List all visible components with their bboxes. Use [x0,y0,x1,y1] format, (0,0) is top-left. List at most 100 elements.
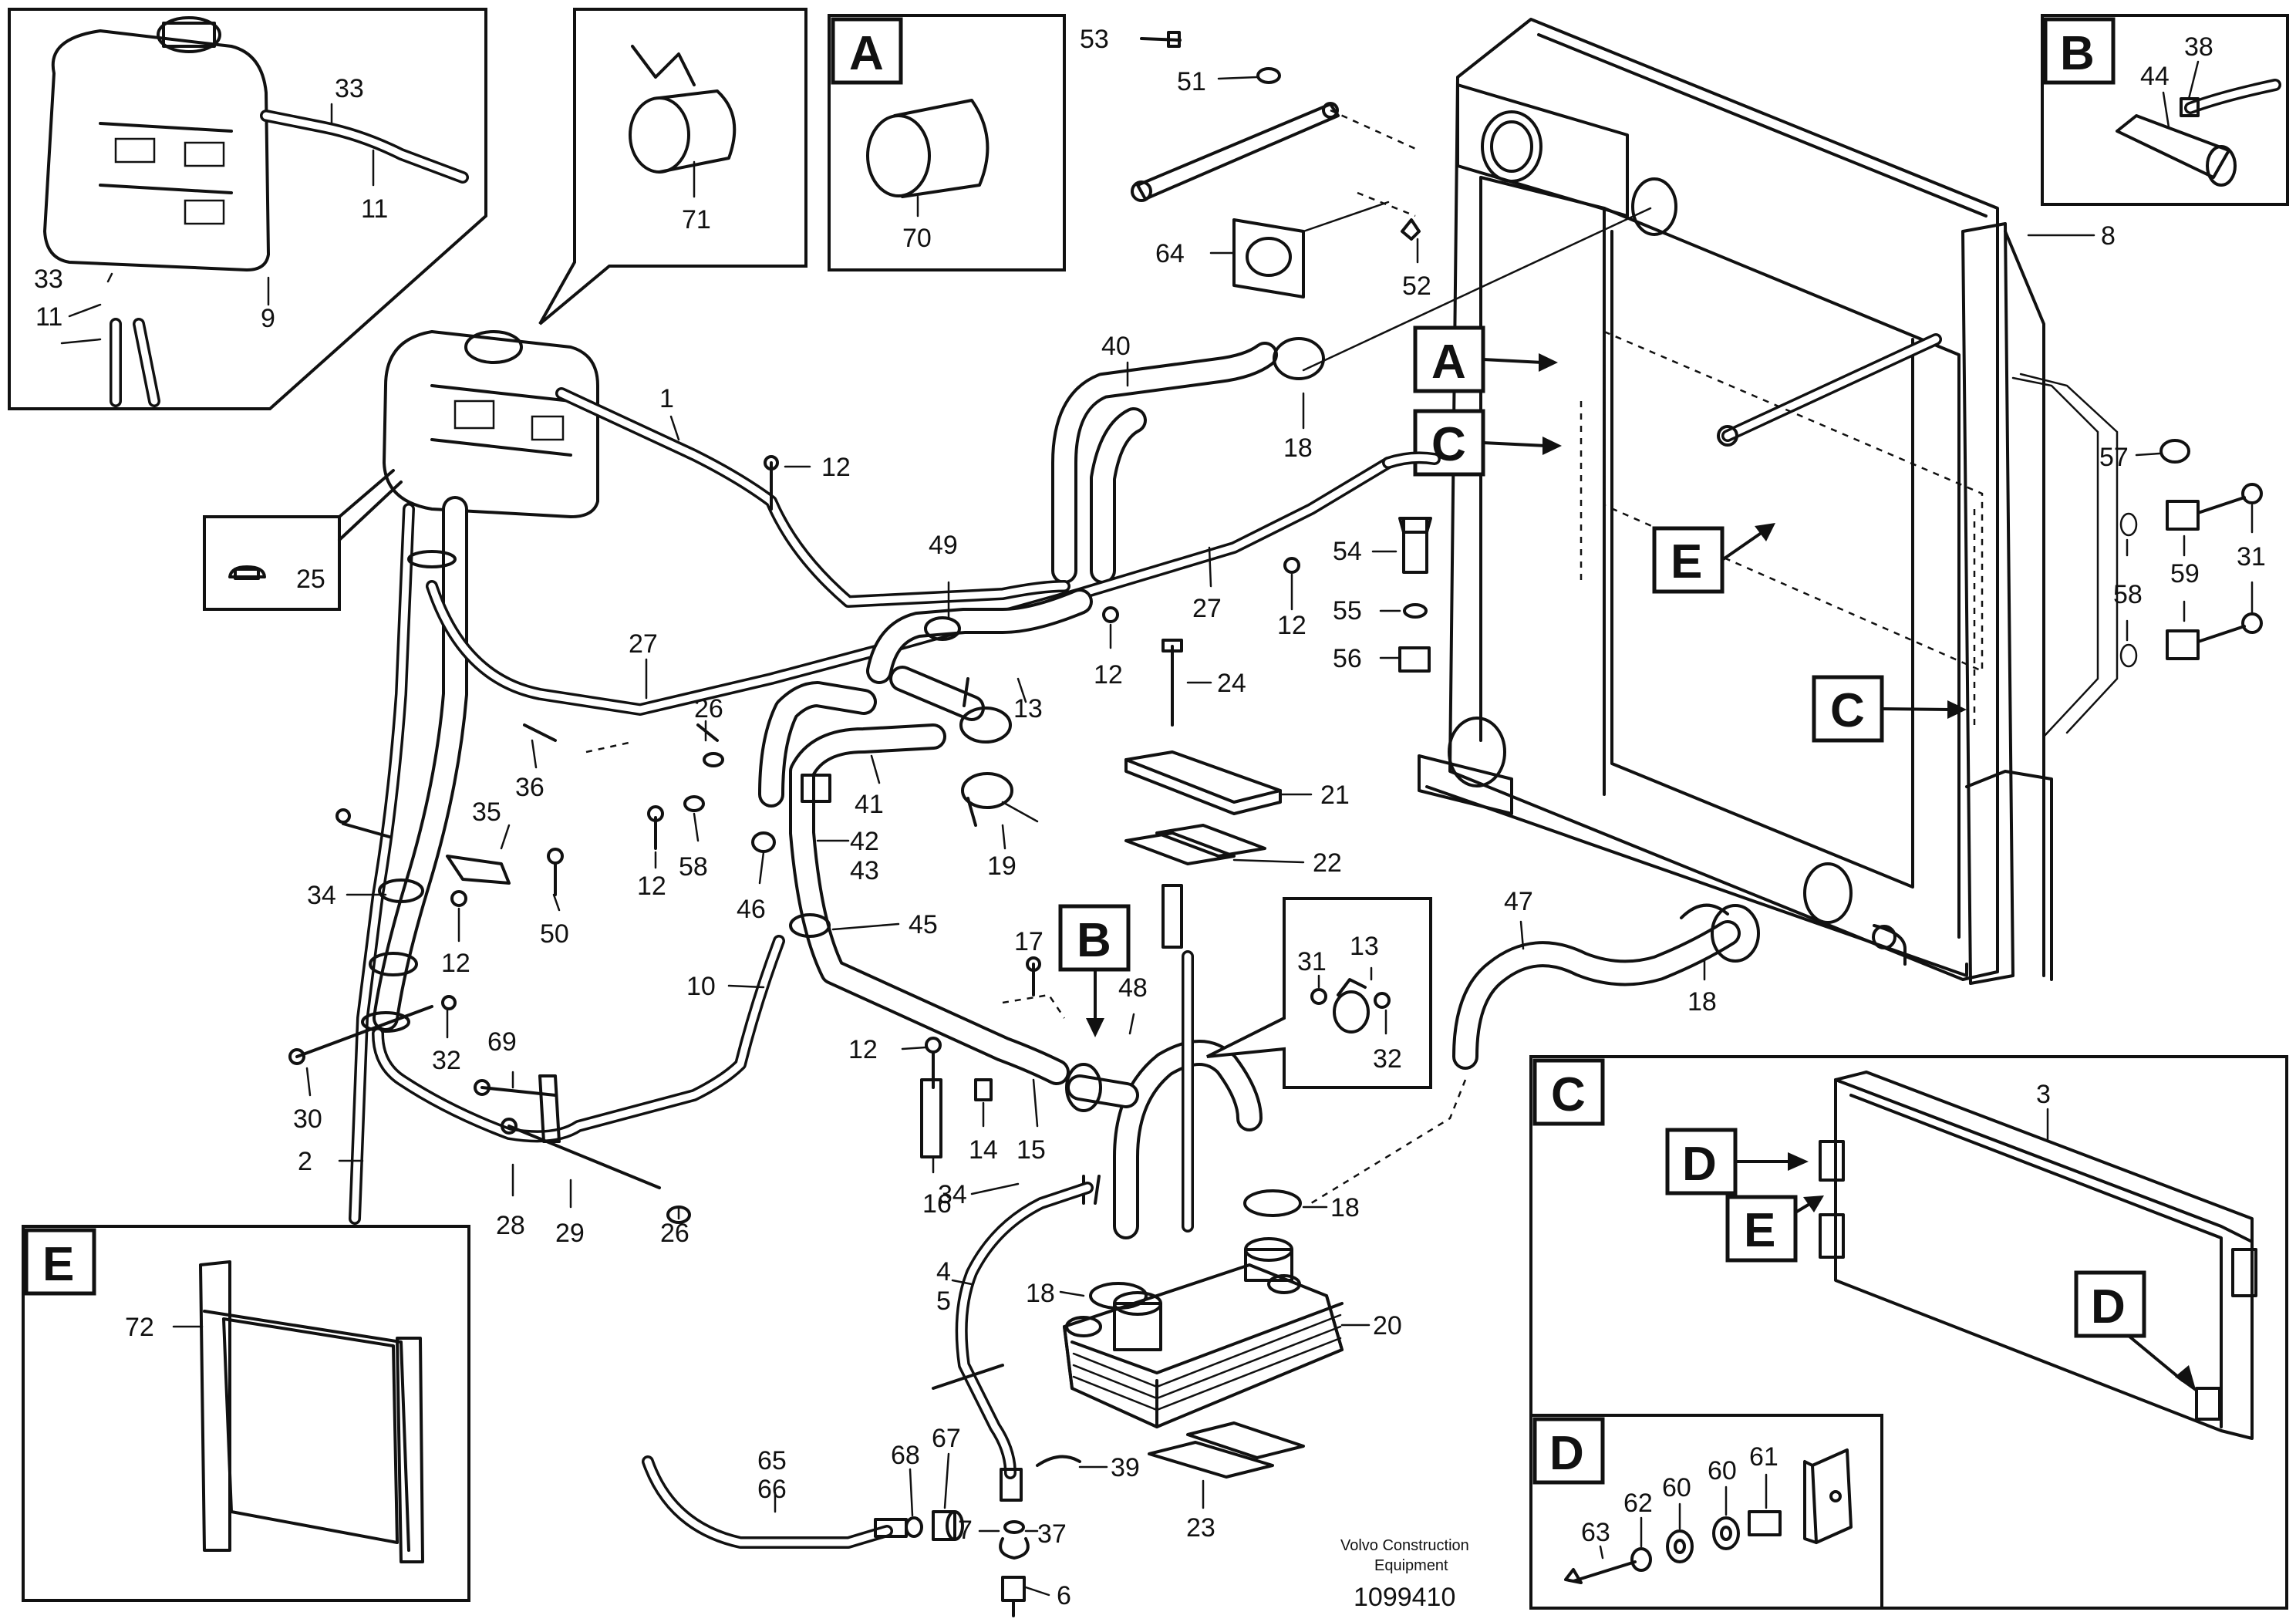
label-30: 30 [293,1104,322,1134]
label-39: 39 [1111,1453,1140,1482]
label-44: 44 [2140,62,2170,91]
label-58-right: 58 [2113,580,2143,609]
callout-letter-e-c-inset: E [1744,1204,1775,1257]
bracket-hardware-right: 57 58 59 31 [2011,373,2266,738]
label-10: 10 [686,972,716,1001]
inset-clamp-71: 71 [538,8,807,325]
label-3: 3 [2036,1080,2051,1109]
label-49: 49 [929,531,958,560]
hose-40: 40 18 [1051,207,1652,584]
label-53: 53 [1080,25,1109,54]
label-34-a: 34 [307,881,336,910]
radiator-frame: 8 [1418,18,2116,985]
label-22: 22 [1313,848,1342,878]
label-52: 52 [1402,271,1431,301]
label-25: 25 [296,565,325,594]
label-29: 29 [555,1219,585,1248]
callout-letter-c-inset: C [1551,1068,1586,1121]
mount-stack: 54 55 56 24 21 22 [1124,517,1432,949]
label-15: 15 [1017,1135,1046,1165]
callout-letter-a-inset: A [849,27,884,80]
oil-cooler-20: 18 18 20 23 [1026,1189,1402,1543]
label-32-inset: 32 [1373,1044,1402,1074]
label-67: 67 [932,1424,961,1453]
label-12-d: 12 [441,949,470,978]
label-33-inset-a: 33 [335,74,364,103]
label-60-a: 60 [1662,1473,1691,1502]
label-26-a: 26 [694,694,723,723]
label-11-inset-a: 11 [361,194,388,224]
label-69: 69 [487,1027,517,1057]
label-12-b: 12 [1277,611,1306,640]
inset-clamp-13: 31 13 32 [1206,897,1432,1089]
label-18-a: 18 [1283,433,1313,463]
label-56: 56 [1333,644,1362,673]
label-11-inset-b: 11 [35,302,62,332]
callout-a-main: A [1413,325,1558,393]
label-65: 65 [757,1446,787,1475]
label-63: 63 [1581,1518,1610,1547]
drawing-number: 1099410 [1354,1583,1455,1612]
label-62: 62 [1623,1489,1653,1518]
publisher-block: Volvo Construction Equipment 1099410 [1340,1537,1469,1612]
label-26-b: 26 [660,1219,689,1248]
hose-48 [1065,950,1263,1239]
inset-b-detail: B 44 38 [2041,14,2289,206]
label-31-inset: 31 [1297,947,1327,976]
inset-e-detail: E 72 [22,1225,470,1602]
label-18-d: 18 [1026,1279,1055,1308]
label-47: 47 [1504,887,1533,916]
label-36: 36 [515,773,544,802]
inset-expansion-tank: 33 11 33 11 9 [8,8,487,410]
label-57: 57 [2099,443,2129,472]
label-13-inset: 13 [1350,932,1379,961]
label-14: 14 [969,1135,998,1165]
label-17: 17 [1014,927,1043,956]
label-27-b: 27 [629,629,658,659]
callout-letter-e-inset: E [42,1238,74,1291]
label-68: 68 [891,1441,920,1470]
label-35: 35 [472,798,501,827]
label-33-inset-b: 33 [34,265,63,294]
label-21: 21 [1320,781,1350,810]
label-12-a: 12 [821,453,851,482]
callout-e-main: E [1652,523,1775,594]
label-16: 16 [922,1189,952,1219]
lower-pipe-fittings: 4 5 39 37 7 6 65 66 68 67 [642,1182,1140,1617]
label-55: 55 [1333,596,1362,626]
label-19: 19 [987,851,1017,881]
label-42: 42 [850,827,879,856]
inset-a-detail: A 70 [828,14,1066,271]
callout-letter-d-inset-2: D [2091,1280,2126,1334]
label-31-right: 31 [2237,542,2266,572]
label-12-c: 12 [1094,660,1123,690]
label-4: 4 [936,1257,951,1286]
label-41: 41 [855,790,884,819]
label-50: 50 [540,919,569,949]
label-20: 20 [1373,1311,1402,1340]
label-58-left: 58 [679,852,708,882]
label-54: 54 [1333,537,1362,566]
fastener-cluster-left: 12 12 27 12 27 26 36 35 50 12 34 [288,453,1306,1248]
callout-letter-c-main-2: C [1830,684,1865,737]
label-37: 37 [1037,1519,1067,1549]
callout-letter-a-main: A [1431,336,1466,389]
label-66: 66 [757,1475,787,1504]
expansion-tank-main: 1 [383,330,680,518]
label-6: 6 [1057,1581,1071,1610]
label-27-a: 27 [1192,594,1222,623]
label-2: 2 [298,1147,312,1176]
callout-b-main: B [1058,904,1131,1037]
hose-47: 18 47 [1310,887,1760,1205]
label-9: 9 [261,304,275,333]
label-7: 7 [958,1516,973,1545]
label-12-e: 12 [637,872,666,901]
label-18-c: 18 [1330,1193,1360,1222]
callout-letter-d-inset-3: D [1549,1427,1584,1480]
label-24: 24 [1217,669,1246,698]
label-48: 48 [1118,973,1148,1003]
top-stay-bracket: 53 51 64 52 [1080,25,1431,301]
hose-41-43: 49 13 19 41 42 43 46 45 [737,531,1093,1085]
label-71: 71 [682,205,711,234]
